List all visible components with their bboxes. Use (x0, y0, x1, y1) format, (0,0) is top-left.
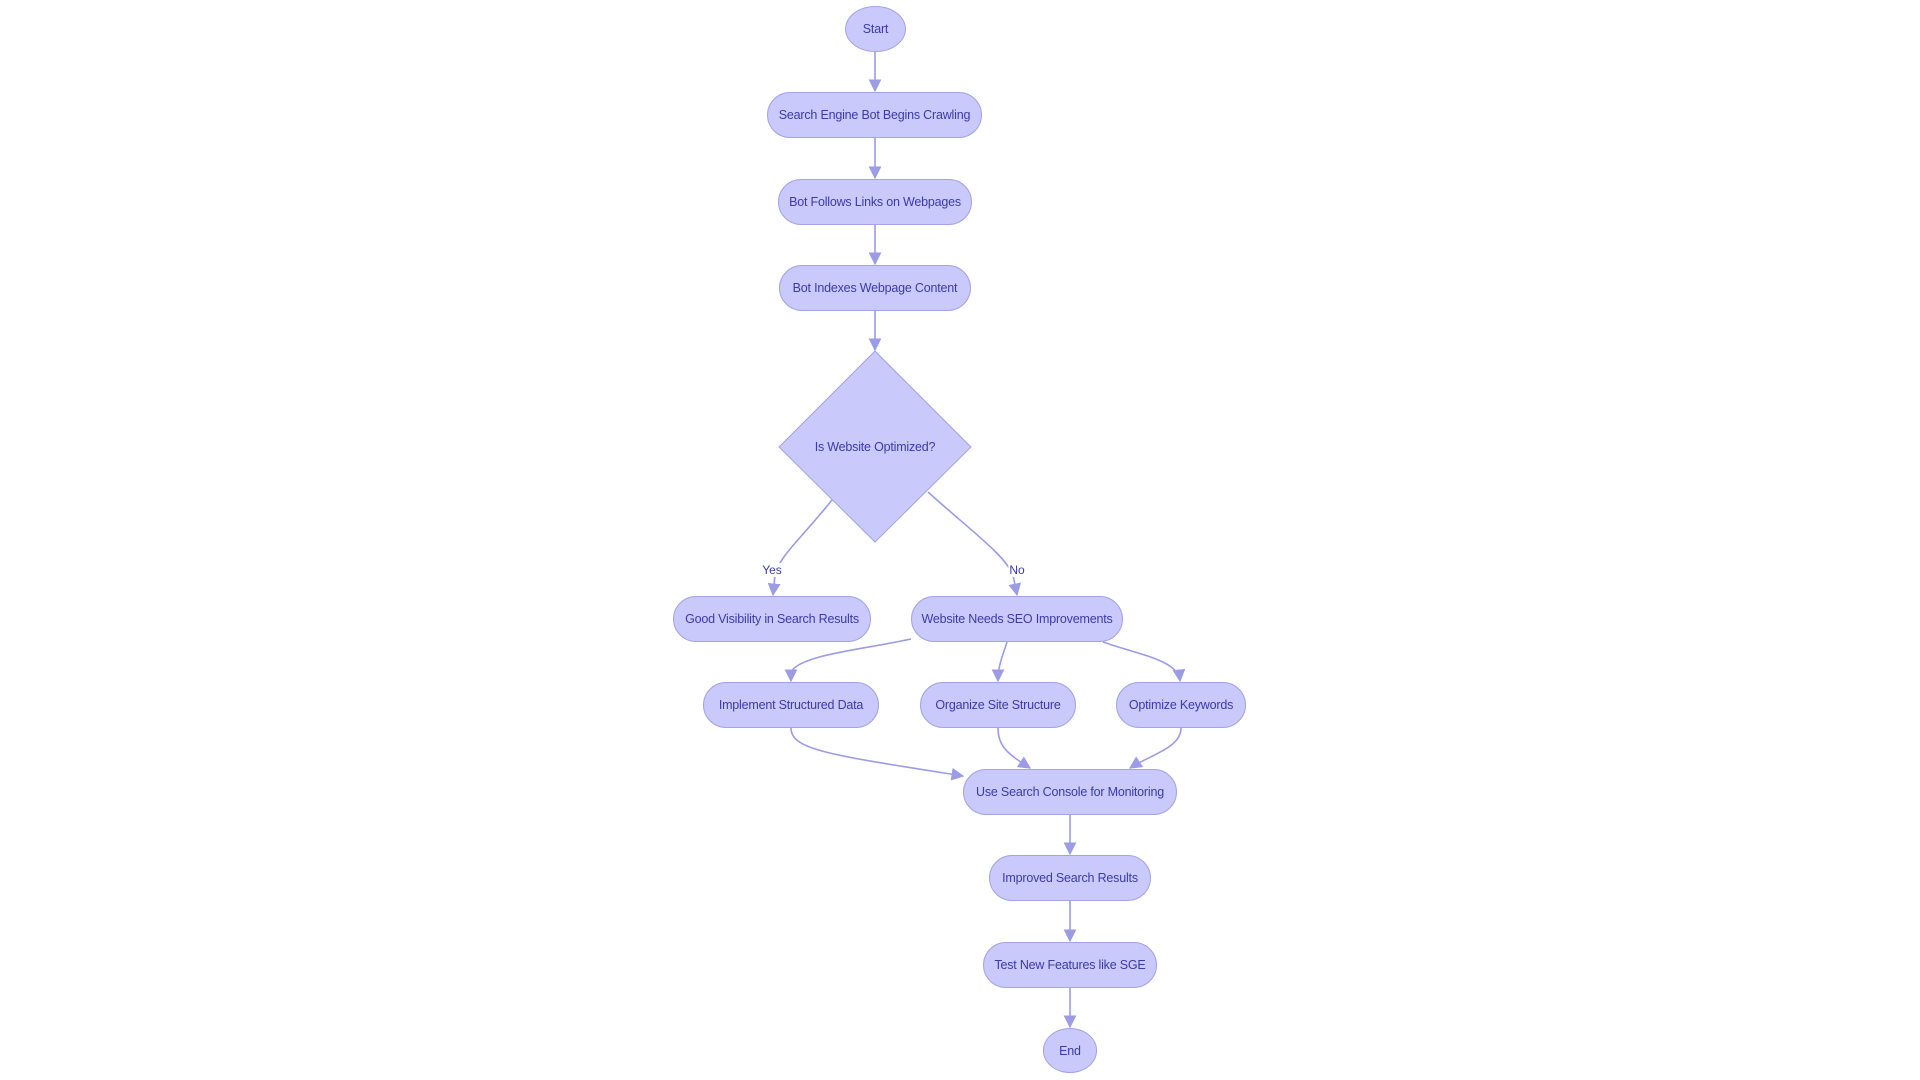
node-improved-search-results[interactable]: Improved Search Results (989, 855, 1151, 901)
node-start[interactable]: Start (845, 6, 906, 52)
node-search-console-monitoring[interactable]: Use Search Console for Monitoring (963, 769, 1177, 815)
node-implement-structured-data[interactable]: Implement Structured Data (703, 682, 879, 728)
edge-label-no: No (1008, 563, 1026, 577)
edge-decision-good (767, 499, 833, 597)
node-optimize-keywords[interactable]: Optimize Keywords (1116, 682, 1246, 728)
node-bot-follows-links[interactable]: Bot Follows Links on Webpages (778, 179, 972, 225)
node-organize-site-structure[interactable]: Organize Site Structure (920, 682, 1076, 728)
node-end[interactable]: End (1043, 1028, 1097, 1073)
edge-keywords-console (1128, 727, 1182, 769)
edge-needs-organize (991, 641, 1008, 683)
node-test-new-features[interactable]: Test New Features like SGE (983, 942, 1157, 988)
node-bot-indexes-content[interactable]: Bot Indexes Webpage Content (779, 265, 971, 311)
edge-decision-needs (927, 491, 1022, 597)
decision-label: Is Website Optimized? (814, 440, 936, 454)
edge-label-yes: Yes (761, 563, 783, 577)
node-bot-begins-crawling[interactable]: Search Engine Bot Begins Crawling (767, 92, 982, 138)
edge-needs-structured (784, 638, 912, 683)
node-good-visibility[interactable]: Good Visibility in Search Results (673, 596, 871, 642)
node-needs-seo-improvements[interactable]: Website Needs SEO Improvements (911, 596, 1123, 642)
decision-diamond[interactable] (778, 350, 972, 543)
edge-structured-console (790, 727, 965, 781)
edge-organize-console (997, 727, 1032, 769)
edge-needs-keywords (1102, 641, 1186, 683)
